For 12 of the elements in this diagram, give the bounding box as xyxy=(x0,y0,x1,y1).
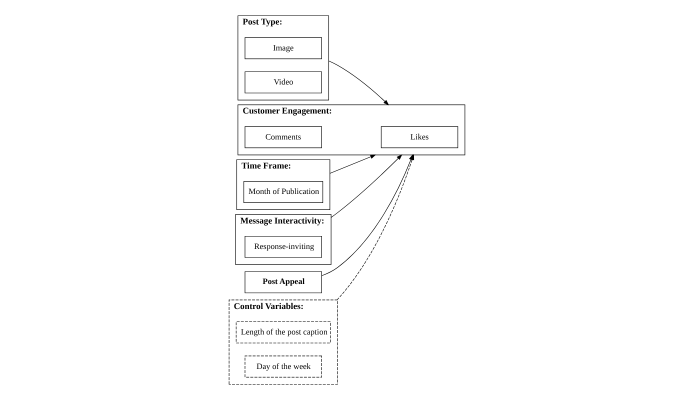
node-box: Month of Publication xyxy=(243,181,323,203)
arrow xyxy=(329,154,376,174)
arrow xyxy=(328,60,389,106)
node-box: Comments xyxy=(244,126,322,148)
node-box: Image xyxy=(244,37,322,60)
node-box: Length of the post caption xyxy=(235,321,330,344)
node-box: Likes xyxy=(380,126,458,148)
node-box: Response-inviting xyxy=(244,236,322,258)
node-box: Video xyxy=(244,71,322,94)
arrow xyxy=(330,154,402,218)
node-box: Post Appeal xyxy=(244,271,322,294)
node-box: Day of the week xyxy=(244,356,322,378)
